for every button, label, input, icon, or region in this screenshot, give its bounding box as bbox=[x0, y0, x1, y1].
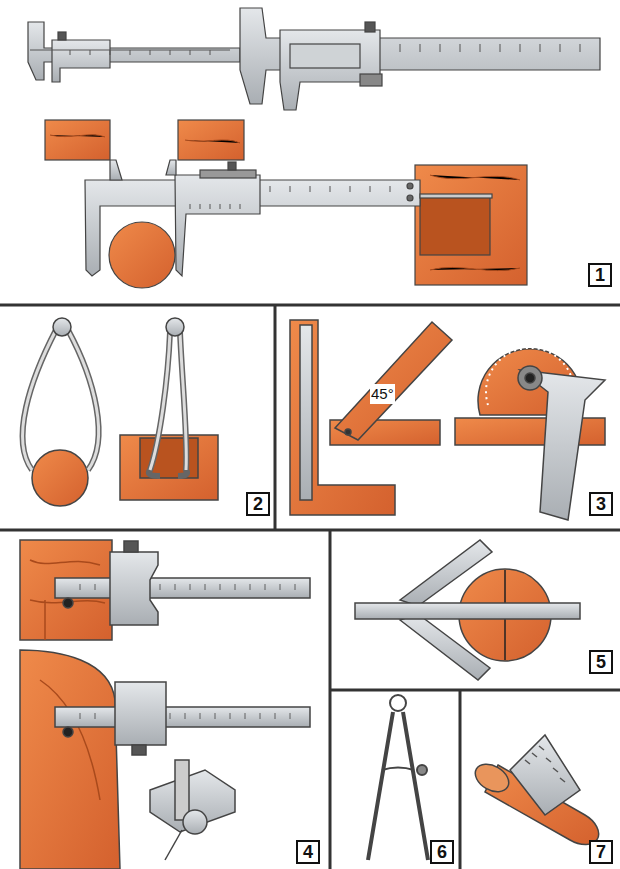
callout-number: 7 bbox=[589, 840, 613, 864]
callout-number: 4 bbox=[296, 840, 320, 864]
callout-number: 1 bbox=[588, 263, 612, 287]
callout-number: 5 bbox=[589, 650, 613, 674]
callout-number: 6 bbox=[430, 840, 454, 864]
angle-label: 45° bbox=[370, 384, 395, 404]
callout-number: 2 bbox=[246, 492, 270, 516]
callout-number: 3 bbox=[589, 492, 613, 516]
